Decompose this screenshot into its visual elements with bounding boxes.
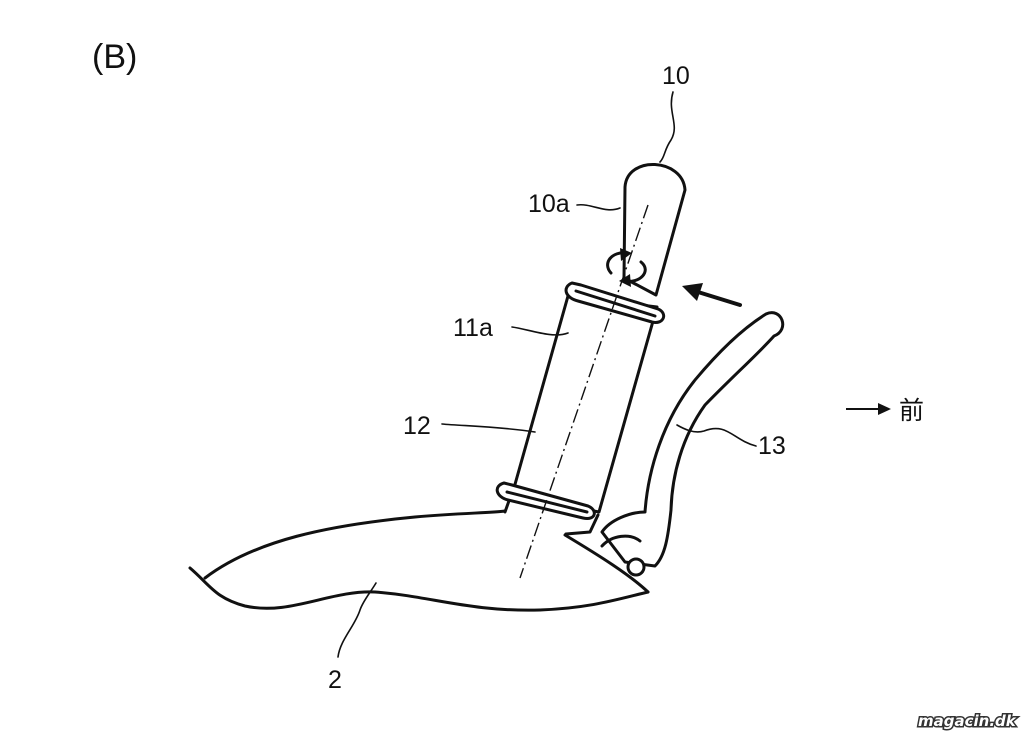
frame-body-2 (188, 509, 650, 612)
arrow-right-icon (846, 403, 891, 415)
tube-11a (510, 294, 659, 514)
lever-13 (600, 311, 785, 577)
label-10: 10 (662, 62, 690, 90)
lower-ring (495, 481, 596, 520)
rotation-arrows-icon (606, 248, 647, 287)
label-10a: 10a (528, 190, 570, 218)
label-13: 13 (758, 432, 786, 460)
leader-lines (337, 91, 757, 658)
arrow-up-left-icon (682, 283, 742, 307)
panel-label: (B) (92, 38, 137, 76)
label-11a: 11a (453, 314, 493, 342)
stick-10 (622, 162, 687, 297)
center-axis (519, 204, 649, 579)
label-12: 12 (403, 412, 431, 440)
label-2: 2 (328, 666, 342, 694)
front-direction-label: 前 (899, 397, 924, 425)
watermark: magacin.dk (918, 712, 1017, 730)
